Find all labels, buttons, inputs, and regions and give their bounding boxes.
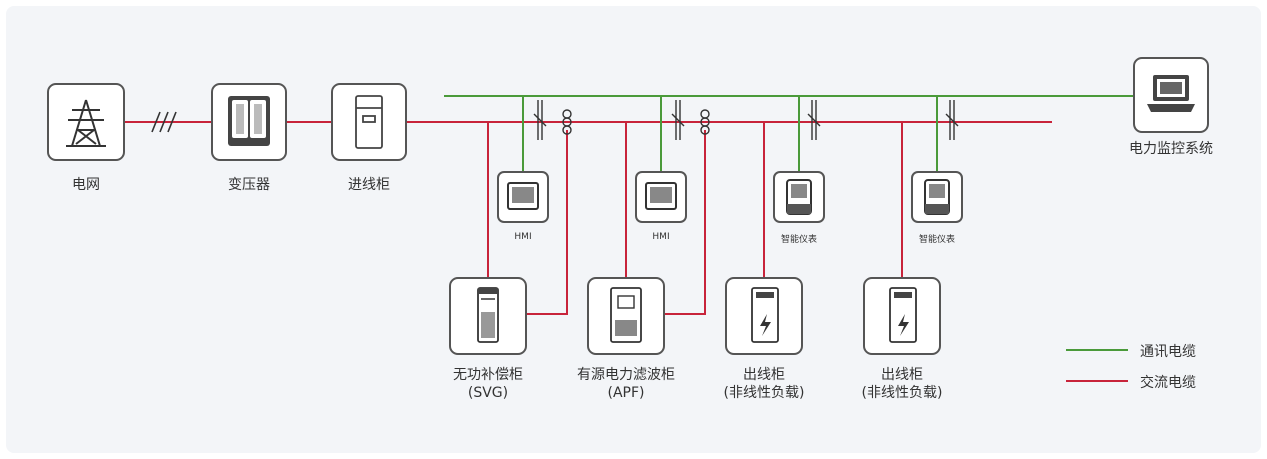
svg-cabinet-label-line2: (SVG): [467, 385, 509, 401]
legend-ac-swatch: [1066, 380, 1128, 382]
transformer-icon: [228, 96, 270, 146]
smart-meter-icon: [924, 179, 950, 215]
comm-cable-lines: [444, 95, 1134, 172]
meter-node-2: [911, 171, 963, 223]
monitoring-system-node: [1133, 57, 1209, 133]
legend-comm-swatch: [1066, 349, 1128, 351]
hmi-node-1: [497, 171, 549, 223]
svg-cabinet-icon: [477, 287, 499, 343]
transformer-node: [211, 83, 287, 161]
apf-cabinet-label-line1: 有源电力滤波柜: [577, 367, 675, 383]
outgoing-cabinet-label-1-line2: (非线性负载): [723, 385, 805, 401]
apf-cabinet-node: [587, 277, 665, 355]
apf-cabinet-icon: [610, 287, 642, 343]
ct-symbol-3: [807, 100, 821, 140]
meter-node-1: [773, 171, 825, 223]
outgoing-cabinet-node-2: [863, 277, 941, 355]
svg-cabinet-label-line1: 无功补偿柜: [453, 367, 523, 383]
incoming-cabinet-node: [331, 83, 407, 161]
outgoing-cabinet-label-1: 出线柜 (非线性负载): [704, 366, 824, 402]
incoming-cabinet-label: 进线柜: [348, 177, 390, 193]
outgoing-cabinet-label-2-line2: (非线性负载): [861, 385, 943, 401]
meter-label-2: 智能仪表: [918, 235, 955, 245]
outgoing-cabinet-icon: [751, 287, 779, 343]
ac-ct-apf-line: [664, 130, 706, 315]
monitor-icon: [645, 182, 677, 210]
hmi-label-2: HMI: [652, 232, 670, 242]
ct-symbols: [533, 100, 959, 140]
legend-ac-label: 交流电缆: [1140, 375, 1196, 391]
cabinet-icon: [355, 95, 383, 149]
laptop-icon: [1147, 75, 1195, 112]
ct-coil-2: [700, 109, 710, 135]
ct-symbol-4: [945, 100, 959, 140]
svg-cabinet-label: 无功补偿柜 (SVG): [428, 366, 548, 402]
ct-symbol-1: [533, 100, 547, 140]
meter-label-1: 智能仪表: [780, 235, 817, 245]
svg-cabinet-node: [449, 277, 527, 355]
legend-comm-label: 通讯电缆: [1140, 344, 1196, 360]
diagram-panel: [6, 6, 1261, 453]
three-phase-symbol: [151, 111, 177, 133]
transformer-label: 变压器: [228, 177, 270, 193]
monitor-icon: [507, 182, 539, 210]
outgoing-cabinet-icon: [889, 287, 917, 343]
ac-ct-svg-line: [526, 130, 568, 315]
apf-cabinet-label: 有源电力滤波柜 (APF): [566, 366, 686, 402]
monitoring-system-label: 电力监控系统: [1129, 141, 1213, 157]
ac-cable-lines: [124, 121, 1052, 315]
power-tower-icon: [66, 99, 106, 147]
outgoing-cabinet-node-1: [725, 277, 803, 355]
grid-label: 电网: [72, 177, 100, 193]
hmi-label-1: HMI: [514, 232, 532, 242]
hmi-node-2: [635, 171, 687, 223]
outgoing-cabinet-label-2: 出线柜 (非线性负载): [842, 366, 962, 402]
outgoing-cabinet-label-1-line1: 出线柜: [743, 367, 785, 383]
ct-coil-1: [562, 109, 572, 135]
smart-meter-icon: [786, 179, 812, 215]
outgoing-cabinet-label-2-line1: 出线柜: [881, 367, 923, 383]
apf-cabinet-label-line2: (APF): [607, 385, 645, 401]
ct-symbol-2: [671, 100, 685, 140]
grid-node: [47, 83, 125, 161]
